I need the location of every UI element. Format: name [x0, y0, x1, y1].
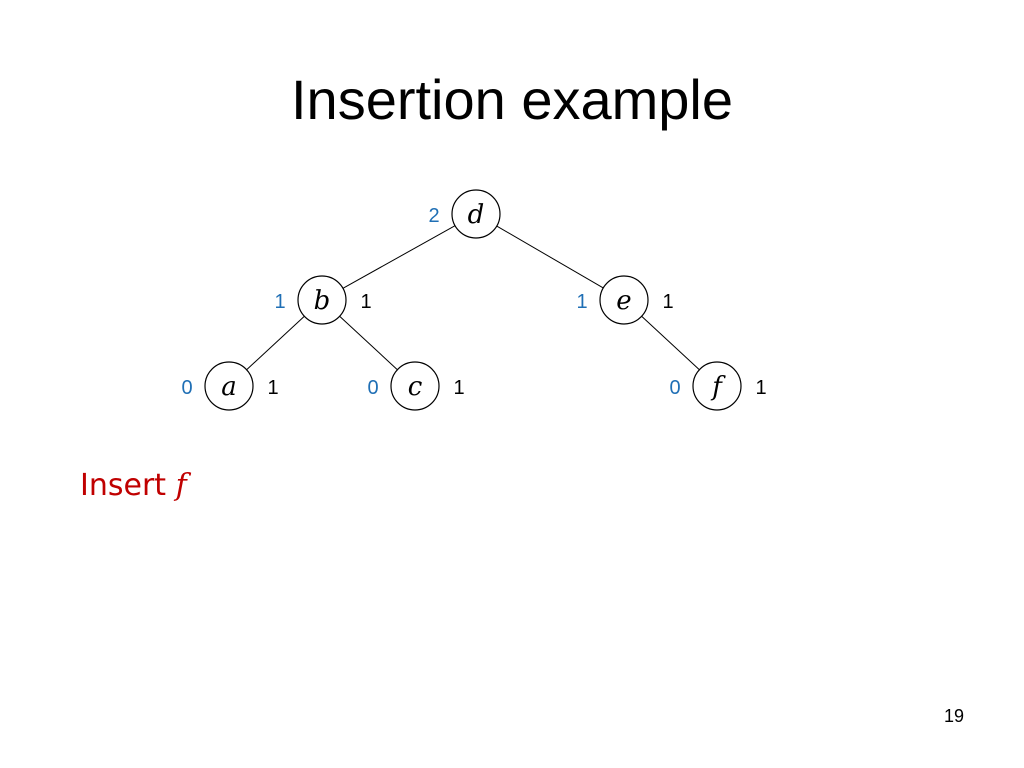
slide-title: Insertion example — [290, 68, 733, 131]
tree-node-c: c 0 1 — [367, 361, 465, 411]
node-circle-c — [390, 361, 440, 411]
right-number-a: 1 — [267, 377, 278, 399]
node-label-c: c — [408, 372, 423, 402]
node-circle-f — [692, 361, 742, 411]
edge-b-c — [339, 315, 398, 371]
edge-e-f — [641, 315, 700, 371]
edges-layer — [246, 225, 700, 371]
node-circle-b — [297, 275, 347, 325]
right-number-c: 1 — [453, 377, 464, 399]
edge-d-e — [496, 225, 604, 289]
caption-text: Insert — [80, 468, 167, 503]
tree-node-d: d2 — [428, 189, 501, 239]
edge-d-b — [342, 225, 456, 289]
right-number-b: 1 — [360, 291, 371, 313]
right-number-f: 1 — [755, 377, 766, 399]
caption: Insert f — [80, 464, 187, 508]
node-label-d: d — [468, 200, 485, 230]
node-circle-e — [599, 275, 649, 325]
tree-node-e: e 1 1 — [576, 275, 674, 325]
node-label-e: e — [616, 286, 631, 316]
right-number-e: 1 — [662, 291, 673, 313]
left-number-c: 0 — [367, 377, 378, 399]
left-number-d: 2 — [428, 205, 439, 227]
edge-b-a — [246, 315, 305, 371]
left-number-b: 1 — [274, 291, 285, 313]
left-number-e: 1 — [576, 291, 587, 313]
left-number-f: 0 — [669, 377, 680, 399]
left-number-a: 0 — [181, 377, 192, 399]
tree-node-a: a 0 1 — [181, 361, 279, 411]
node-circle-a — [204, 361, 254, 411]
caption-italic: f — [175, 468, 187, 503]
node-label-b: b — [314, 286, 331, 316]
page-number: 19 — [943, 706, 964, 726]
tree-node-b: b 1 1 — [274, 275, 372, 325]
node-circle-d — [451, 189, 501, 239]
node-label-a: a — [221, 372, 237, 402]
